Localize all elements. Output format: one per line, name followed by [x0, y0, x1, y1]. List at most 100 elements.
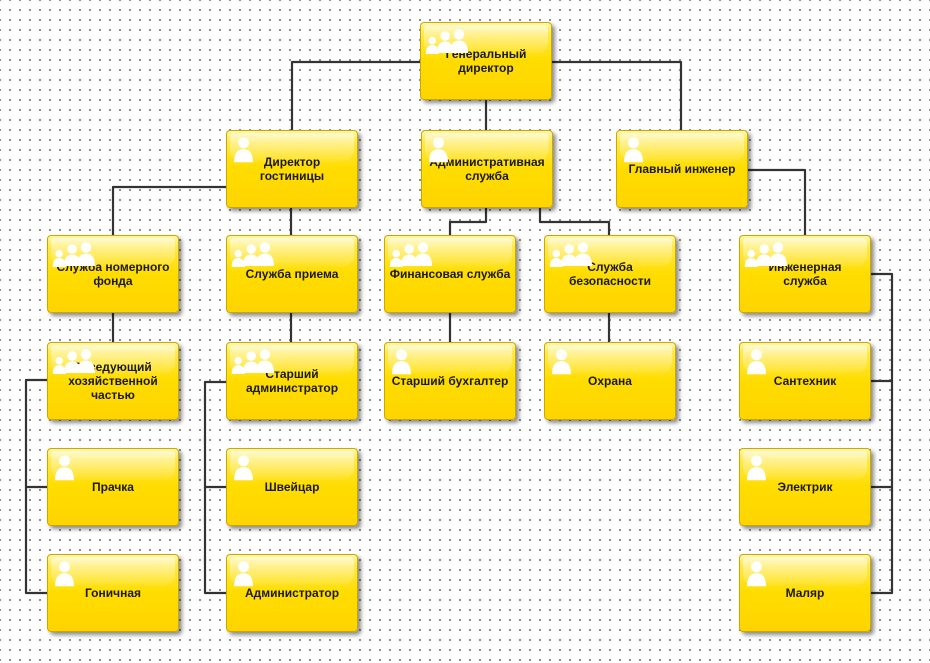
connector-admin_service-to-finance: [448, 208, 488, 235]
person-icon: [747, 455, 766, 481]
node-chief-engineer[interactable]: Главный инженер: [616, 130, 748, 208]
connector-chief_engineer-to-engineering: [748, 168, 807, 235]
person-back-left: [231, 249, 245, 267]
person-icon: [429, 137, 448, 163]
person-single: [55, 455, 74, 481]
person-front-right: [574, 242, 592, 266]
node-laundress[interactable]: Прачка: [47, 448, 179, 526]
node-hotel-director[interactable]: Директор гостиницы: [226, 130, 358, 208]
node-senior-admin[interactable]: Старший администратор: [226, 342, 358, 420]
person-single: [429, 137, 448, 163]
person-middle: [242, 244, 260, 266]
node-label: Электрик: [777, 480, 833, 494]
person-back-left: [549, 249, 563, 267]
node-senior-accountant[interactable]: Старший бухгалтер: [384, 342, 516, 420]
node-label: Старший администратор: [245, 367, 339, 395]
person-back-left: [52, 356, 66, 374]
connector-ceo-to-chief_engineer: [552, 60, 683, 130]
person-icon: [747, 349, 766, 375]
group-icon: [389, 242, 432, 267]
node-label: Служба приема: [245, 267, 339, 281]
node-security[interactable]: Служба безопасности: [544, 235, 676, 313]
person-front-right: [256, 349, 274, 373]
person-icon: [55, 561, 74, 587]
node-room-fund[interactable]: Служба номерного фонда: [47, 235, 179, 313]
node-label: Сантехник: [773, 374, 837, 388]
node-administrator[interactable]: Администратор: [226, 554, 358, 632]
node-label: Прачка: [92, 480, 134, 494]
node-admin-service[interactable]: Административная служба: [421, 130, 553, 208]
node-label: Финансовая служба: [389, 267, 511, 281]
node-engineering[interactable]: Инженерная служба: [739, 235, 871, 313]
connector-senior_admin-to-doorman: [203, 380, 226, 489]
node-label: Маляр: [785, 586, 825, 600]
person-single: [234, 455, 253, 481]
group-icon: [744, 242, 787, 267]
person-single: [624, 137, 643, 163]
person-middle: [560, 244, 578, 266]
group-icon: [52, 242, 95, 267]
connector-engineering-to-plumber: [871, 272, 894, 383]
person-single: [747, 561, 766, 587]
person-icon: [624, 137, 643, 163]
node-maid[interactable]: Гоничная: [47, 554, 179, 632]
node-painter[interactable]: Маляр: [739, 554, 871, 632]
person-single: [747, 349, 766, 375]
person-single: [552, 349, 571, 375]
person-icon: [552, 349, 571, 375]
node-label: Швейцар: [264, 480, 320, 494]
node-label: Охрана: [588, 374, 632, 388]
person-middle: [436, 31, 454, 53]
person-back-left: [425, 36, 439, 54]
node-finance[interactable]: Финансовая служба: [384, 235, 516, 313]
node-label: Директор гостиницы: [259, 155, 325, 183]
person-front-right: [769, 242, 787, 266]
person-middle: [242, 351, 260, 373]
group-icon: [425, 29, 468, 54]
node-electrician[interactable]: Электрик: [739, 448, 871, 526]
node-reception[interactable]: Служба приема: [226, 235, 358, 313]
person-back-left: [389, 249, 403, 267]
person-icon: [55, 455, 74, 481]
node-label: Административная служба: [429, 155, 545, 183]
person-single: [392, 349, 411, 375]
group-icon: [549, 242, 592, 267]
connector-admin_service-to-security: [538, 208, 611, 235]
person-icon: [234, 455, 253, 481]
person-back-left: [52, 249, 66, 267]
group-icon: [52, 349, 95, 374]
node-label: Старший бухгалтер: [391, 374, 509, 388]
node-doorman[interactable]: Швейцар: [226, 448, 358, 526]
person-icon: [234, 561, 253, 587]
node-housekeeping-head[interactable]: Заведующий хозяйственной частью: [47, 342, 179, 420]
person-single: [747, 455, 766, 481]
person-icon: [234, 137, 253, 163]
person-back-left: [231, 356, 245, 374]
group-icon: [231, 242, 274, 267]
connector-housekeeping_head-to-laundress: [24, 378, 47, 489]
node-label: Главный инженер: [628, 162, 736, 176]
node-plumber[interactable]: Сантехник: [739, 342, 871, 420]
node-label: Администратор: [244, 586, 340, 600]
connector-housekeeping_head-to-maid: [24, 487, 47, 595]
person-icon: [392, 349, 411, 375]
connector-hotel_director-to-room_fund: [111, 185, 226, 235]
person-single: [55, 561, 74, 587]
person-front-right: [450, 29, 468, 53]
person-middle: [63, 351, 81, 373]
connector-senior_admin-to-administrator: [203, 487, 226, 595]
person-front-right: [414, 242, 432, 266]
person-front-right: [77, 242, 95, 266]
person-middle: [755, 244, 773, 266]
node-ceo[interactable]: Генеральный директор: [420, 22, 552, 100]
node-guard[interactable]: Охрана: [544, 342, 676, 420]
group-icon: [231, 349, 274, 374]
connector-ceo-to-hotel_director: [290, 60, 420, 130]
node-label: Служба безопасности: [568, 260, 652, 288]
person-single: [234, 137, 253, 163]
connector-engineering-to-electrician: [871, 381, 894, 489]
person-back-left: [744, 249, 758, 267]
person-front-right: [256, 242, 274, 266]
